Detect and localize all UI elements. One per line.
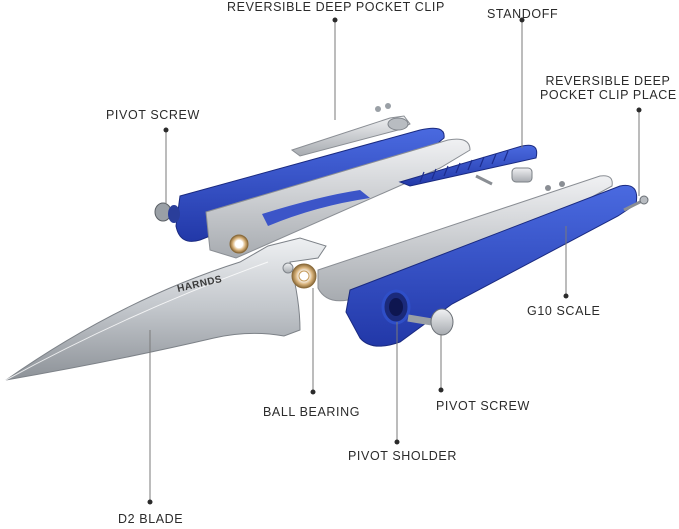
label-ball-bearing: BALL BEARING: [263, 405, 361, 419]
leader-lines: [147, 17, 642, 505]
standoff: [398, 144, 538, 187]
label-pivot-sholder: PIVOT SHOLDER: [348, 449, 457, 463]
label-clip-place-line2: POCKET CLIP PLACE: [540, 88, 677, 102]
pivot-screw-top: [154, 202, 180, 223]
label-d2-blade: D2 BLADE: [118, 512, 184, 526]
clip-place-screw: [623, 195, 649, 212]
label-reversible-clip: REVERSIBLE DEEP POCKET CLIP: [227, 0, 445, 14]
label-pivot-screw-top: PIVOT SCREW: [106, 108, 200, 122]
front-g10-scale: [345, 184, 638, 347]
d2-blade: HARNDS: [5, 234, 327, 381]
pivot-screw-bottom: [407, 308, 454, 336]
label-clip-place: REVERSIBLE DEEP POCKET CLIP PLACE: [540, 74, 676, 102]
rear-steel-liner: [205, 138, 471, 259]
label-clip-place-line1: REVERSIBLE DEEP: [545, 74, 671, 88]
pocket-clip: [290, 103, 411, 157]
label-standoff: STANDOFF: [487, 7, 559, 21]
ball-bearing: [282, 262, 317, 289]
label-pivot-screw-bottom: PIVOT SCREW: [436, 399, 530, 413]
label-g10-scale: G10 SCALE: [527, 304, 601, 318]
